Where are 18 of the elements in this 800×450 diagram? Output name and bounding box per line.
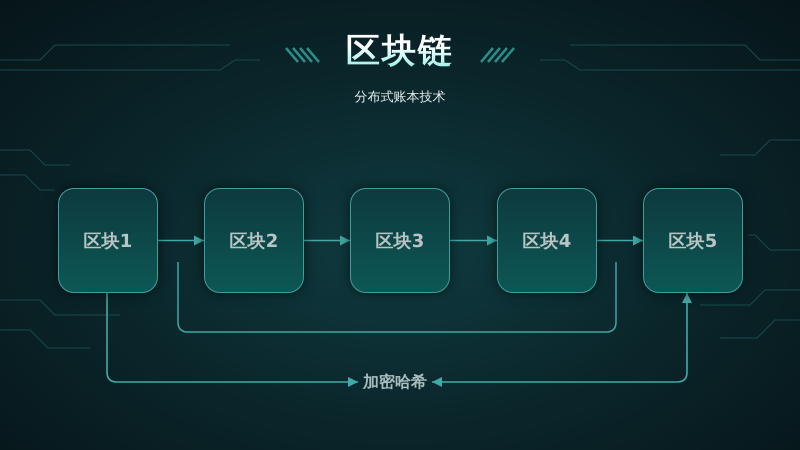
block-box	[58, 188, 158, 293]
subtitle: 分布式账本技术	[354, 90, 446, 105]
block-label: 区块2	[230, 230, 278, 252]
arrow	[158, 236, 204, 246]
arrow	[432, 293, 692, 387]
block-label: 区块1	[84, 230, 132, 252]
block-label: 区块4	[522, 230, 572, 252]
block-label: 区块3	[376, 230, 424, 252]
block-box	[643, 188, 743, 293]
block-box	[204, 188, 304, 293]
arrow	[450, 236, 497, 246]
arrow	[597, 236, 643, 246]
arrow	[304, 236, 350, 246]
block-box	[497, 188, 597, 293]
arrow	[106, 293, 358, 387]
block-box	[350, 188, 450, 293]
text-label: 加密哈希	[358, 371, 432, 393]
block-label: 区块5	[668, 230, 718, 252]
